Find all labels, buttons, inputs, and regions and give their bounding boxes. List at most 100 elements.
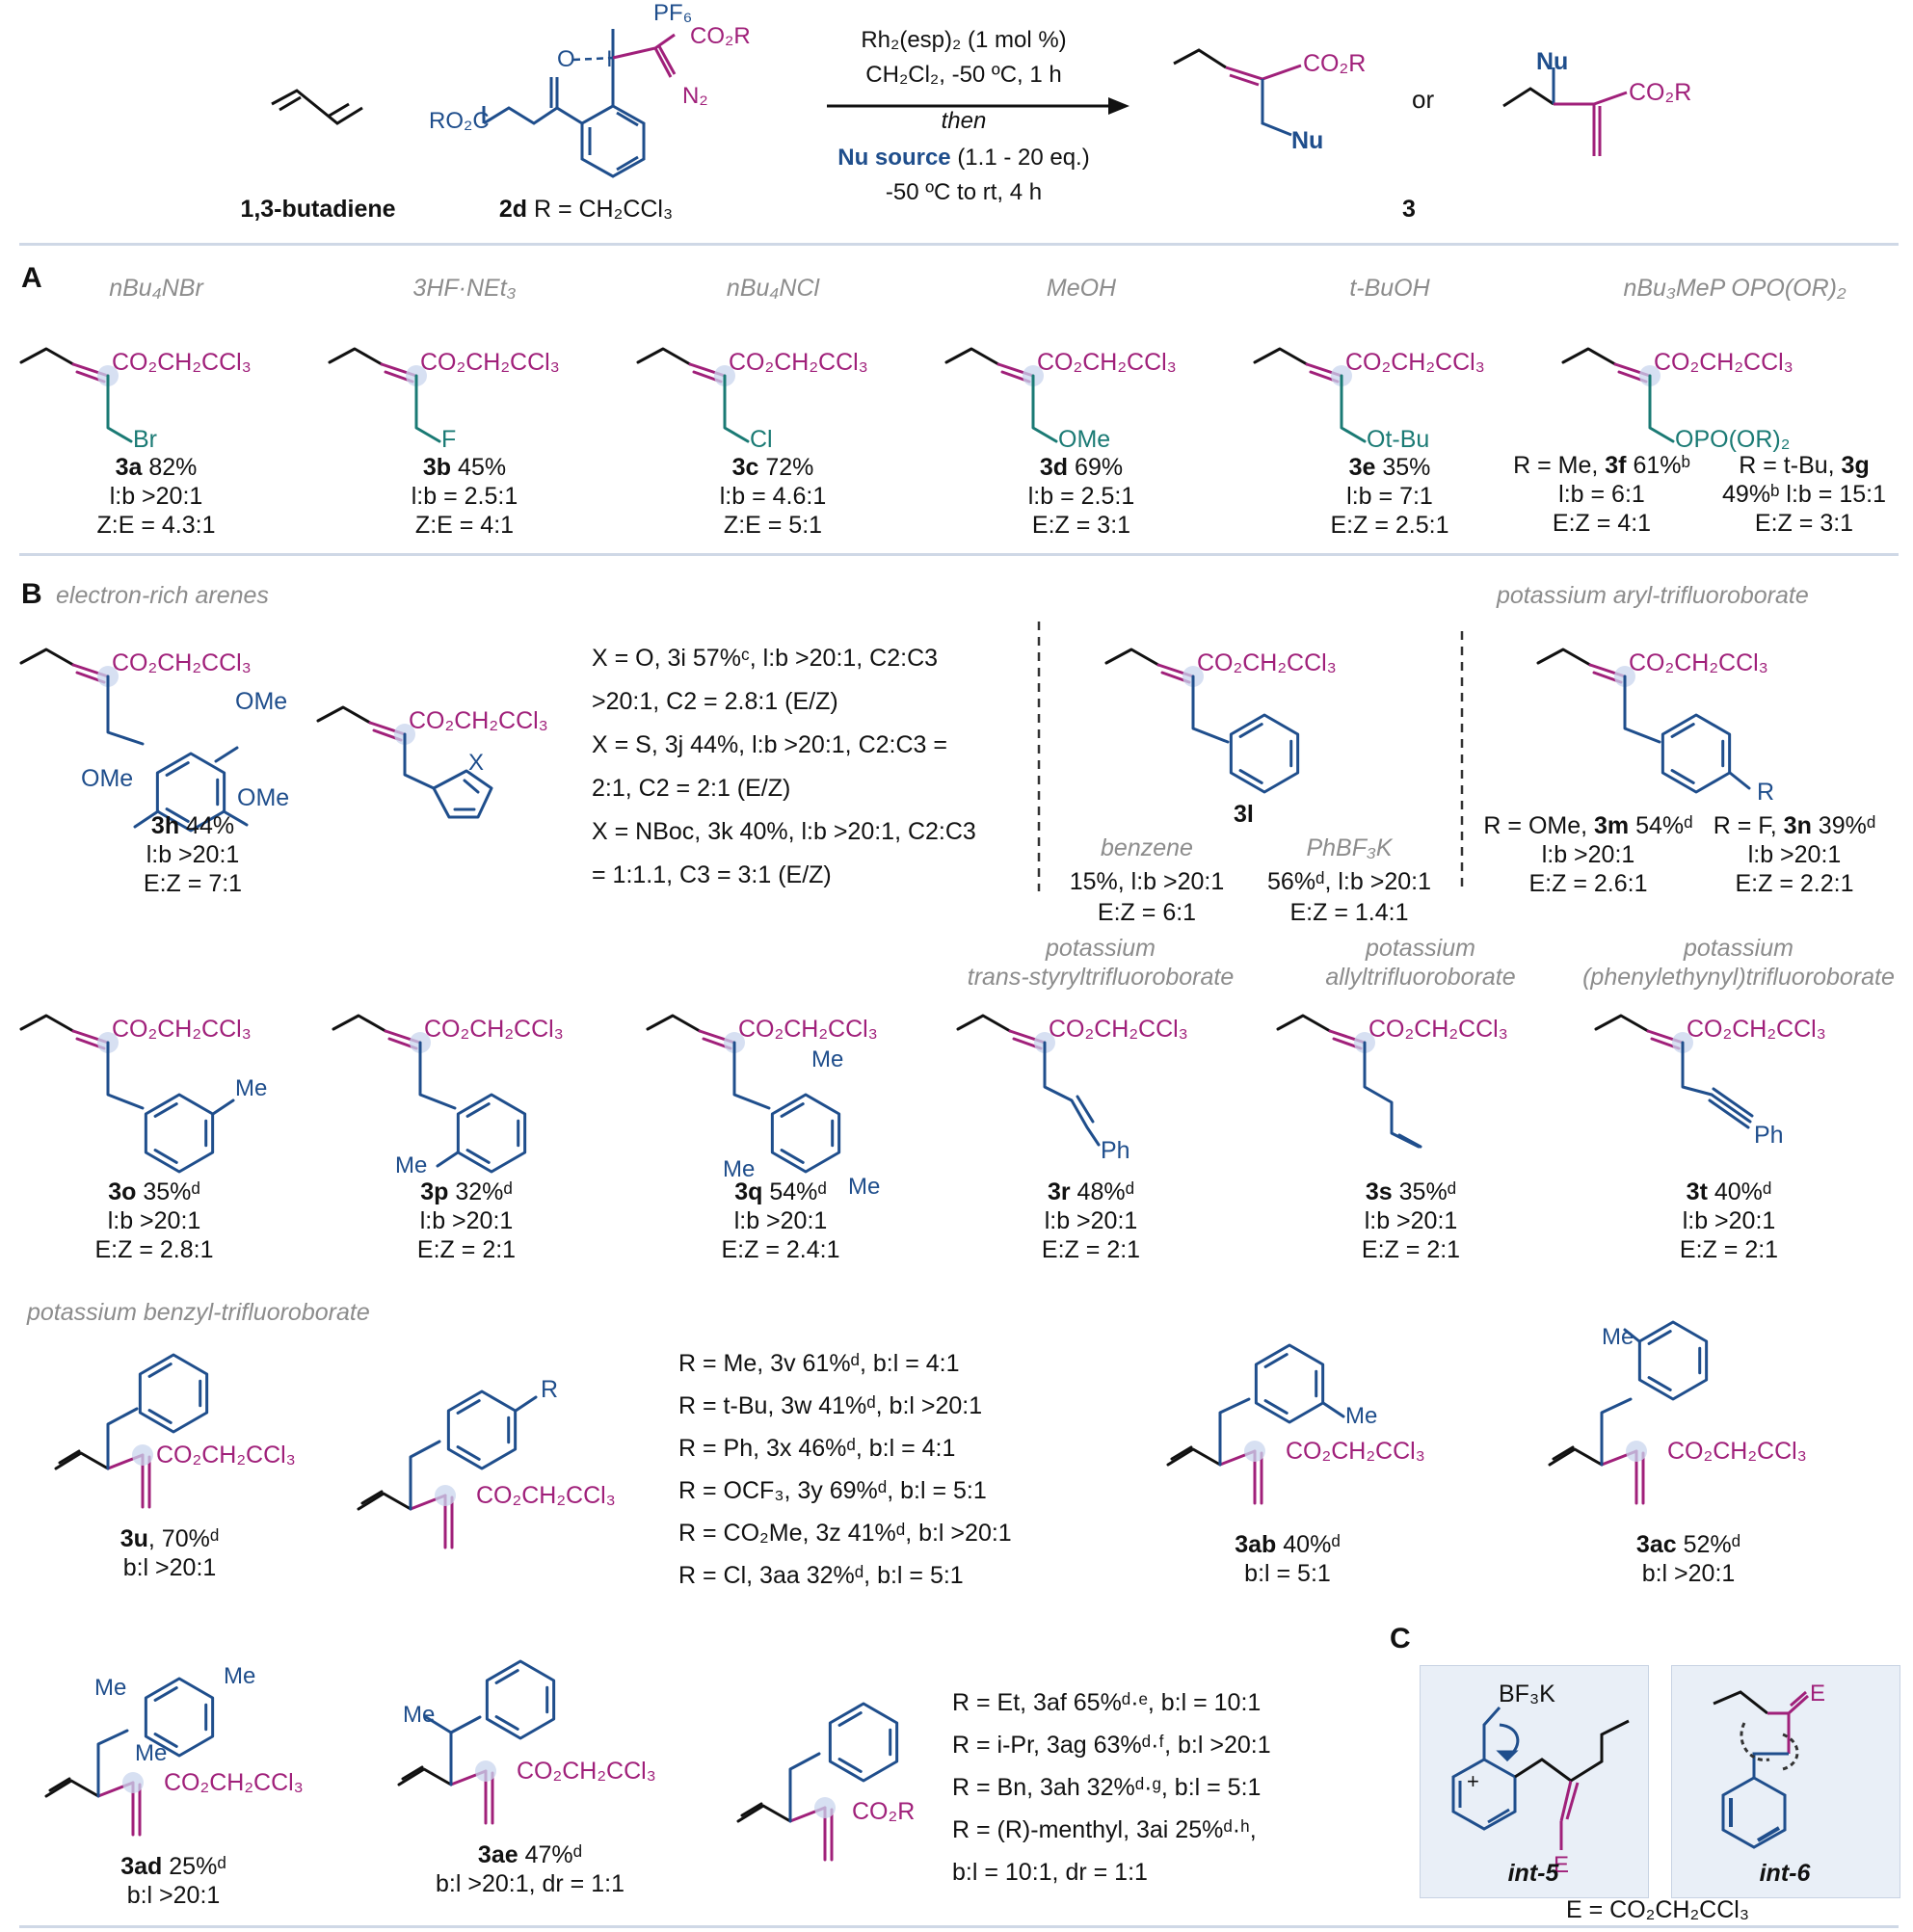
nu-source-header: nBu₄NBr bbox=[109, 275, 203, 302]
n2-text: N₂ bbox=[682, 83, 708, 109]
int-5-box bbox=[1420, 1665, 1649, 1898]
product-branched-structure bbox=[1502, 67, 1628, 156]
ester-label: CO₂CH₂CCl₃ bbox=[1654, 349, 1793, 376]
compound-id: 3c bbox=[731, 454, 759, 481]
ester-label: CO₂CH₂CCl₃ bbox=[424, 1016, 564, 1043]
compound-id: 3m bbox=[1594, 812, 1630, 839]
ro2c-text: RO₂C bbox=[429, 108, 490, 134]
benzyl-bond bbox=[1600, 1397, 1633, 1467]
ring-double-bond bbox=[837, 1758, 863, 1773]
benzyl-result-line: R = CO₂Me, 3z 41%ᵈ, b:l >20:1 bbox=[678, 1520, 1012, 1547]
me-label: Me bbox=[723, 1156, 756, 1182]
compound-id-line: 3t 40%ᵈ bbox=[1680, 1178, 1778, 1206]
divider-bottom bbox=[19, 1925, 1899, 1928]
cmpd-3af-vinyl2 bbox=[740, 1802, 763, 1817]
compound-id-line: 3ad 25%ᵈ bbox=[120, 1852, 226, 1881]
r-bond bbox=[1728, 771, 1751, 790]
selectivity-line: b:l >20:1, dr = 1:1 bbox=[436, 1870, 624, 1897]
cmpd-3m-diene bbox=[1536, 648, 1592, 667]
selectivity-line: l:b >20:1 bbox=[1747, 841, 1842, 868]
ester-label: CO₂CH₂CCl₃ bbox=[476, 1482, 616, 1509]
compound-id-line: R = F, 3n 39%ᵈ bbox=[1714, 811, 1876, 840]
cmpd-3h-diene bbox=[19, 648, 75, 667]
reaction-arrow bbox=[827, 97, 1129, 115]
cmpd-3ae-dot bbox=[475, 1760, 496, 1782]
compound-yield: 82% bbox=[142, 454, 198, 481]
ring-double-bond bbox=[153, 1733, 178, 1748]
compound-id: 3a bbox=[115, 454, 143, 481]
selectivity-line: l:b >20:1 bbox=[1682, 1207, 1776, 1234]
compound-id: 3ae bbox=[477, 1841, 518, 1868]
compound-id: 3ad bbox=[120, 1853, 163, 1880]
conditions-line5: -50 ºC to rt, 4 h bbox=[885, 179, 1043, 205]
compound-yield: , 70%ᵈ bbox=[147, 1525, 220, 1552]
bf3k-label: BF₃K bbox=[1499, 1681, 1555, 1707]
alkyne-bond bbox=[1681, 1041, 1754, 1129]
selectivity-line: l:b >20:1 bbox=[1364, 1207, 1458, 1234]
compound-id-line: 3q 54%ᵈ bbox=[722, 1178, 840, 1206]
ring-double-bond bbox=[165, 761, 190, 777]
cmpd-3o-diene bbox=[19, 1014, 75, 1033]
cmpd-3v-vinyl bbox=[357, 1492, 412, 1511]
ring-double-bond bbox=[494, 1715, 519, 1731]
selectivity-line: l:b >20:1 bbox=[1044, 1207, 1138, 1234]
benzyl-bond bbox=[418, 1041, 457, 1110]
3m-ring bbox=[1661, 713, 1732, 794]
cmpd-3ab-vinyl2 bbox=[1170, 1445, 1193, 1461]
selectivity-line: l:b = 2.5:1 bbox=[1027, 483, 1135, 510]
ester-label: CO₂CH₂CCl₃ bbox=[156, 1442, 296, 1469]
ester-label: CO₂CH₂CCl₃ bbox=[112, 1016, 252, 1043]
compound-id: 3e bbox=[1348, 454, 1376, 481]
compound-yield: 48%ᵈ bbox=[1070, 1178, 1135, 1205]
compound-yield: 54%ᵈ bbox=[1629, 812, 1693, 839]
i-label: I bbox=[606, 46, 613, 73]
me-label: Me bbox=[403, 1702, 436, 1728]
cmpd-3ac-vinyl bbox=[1548, 1447, 1604, 1467]
benzyl-result-line: R = t-Bu, 3w 41%ᵈ, b:l >20:1 bbox=[678, 1392, 983, 1419]
butadiene-label: 1,3-butadiene bbox=[240, 196, 396, 223]
selectivity-line: b:l >20:1 bbox=[122, 1554, 217, 1581]
ring-double-bond bbox=[456, 1399, 481, 1415]
compound-yield: 39%ᵈ bbox=[1811, 812, 1876, 839]
ester-label: CO₂CH₂CCl₃ bbox=[738, 1016, 878, 1043]
co2r-text: CO₂R bbox=[690, 23, 751, 49]
compound-id-line: 3e 35% bbox=[1331, 453, 1449, 482]
me-bond bbox=[436, 1151, 460, 1168]
cmpd-sub-bond bbox=[106, 374, 133, 443]
int6-e-label: E bbox=[1810, 1681, 1826, 1707]
selectivity-line: l:b >20:1 bbox=[733, 1207, 828, 1234]
cmpd-3ae-vinyl2 bbox=[401, 1765, 424, 1781]
nu-source-header: potassium bbox=[1366, 935, 1475, 962]
substituent-label: OMe bbox=[1058, 426, 1111, 453]
compound-id-line: 3r 48%ᵈ bbox=[1042, 1178, 1140, 1206]
nu-source-header: potassium bbox=[1046, 935, 1156, 962]
ome-bond bbox=[214, 746, 239, 763]
selectivity-line: Z:E = 4:1 bbox=[414, 512, 515, 539]
ring-double-bond bbox=[1263, 1353, 1289, 1368]
ester-result-line: R = Bn, 3ah 32%ᵈ·ᵍ, b:l = 5:1 bbox=[952, 1774, 1262, 1801]
selectivity-line: E:Z = 4:1 bbox=[1552, 510, 1652, 537]
compound-id-line: 3ae 47%ᵈ bbox=[436, 1840, 624, 1869]
divider-top bbox=[19, 243, 1899, 246]
compound-id: 3o bbox=[108, 1178, 137, 1205]
selectivity-line: l:b >20:1 bbox=[109, 483, 203, 510]
o-label: O bbox=[557, 46, 575, 73]
section-a-label: A bbox=[21, 262, 42, 294]
compound-id: 3u bbox=[120, 1525, 148, 1552]
compound-id-line: 3b 45% bbox=[412, 453, 518, 482]
compound-yield: 35%ᵈ bbox=[1392, 1178, 1457, 1205]
compound-id: 3r bbox=[1047, 1178, 1071, 1205]
cmpd-3v-vinyl2 bbox=[360, 1490, 384, 1505]
me-label: Me bbox=[395, 1152, 428, 1178]
ester-result-line: R = Et, 3af 65%ᵈ·ᵉ, b:l = 10:1 bbox=[952, 1689, 1262, 1716]
substituent-label: Ot-Bu bbox=[1367, 426, 1430, 453]
compound-id: 3d bbox=[1039, 454, 1069, 481]
